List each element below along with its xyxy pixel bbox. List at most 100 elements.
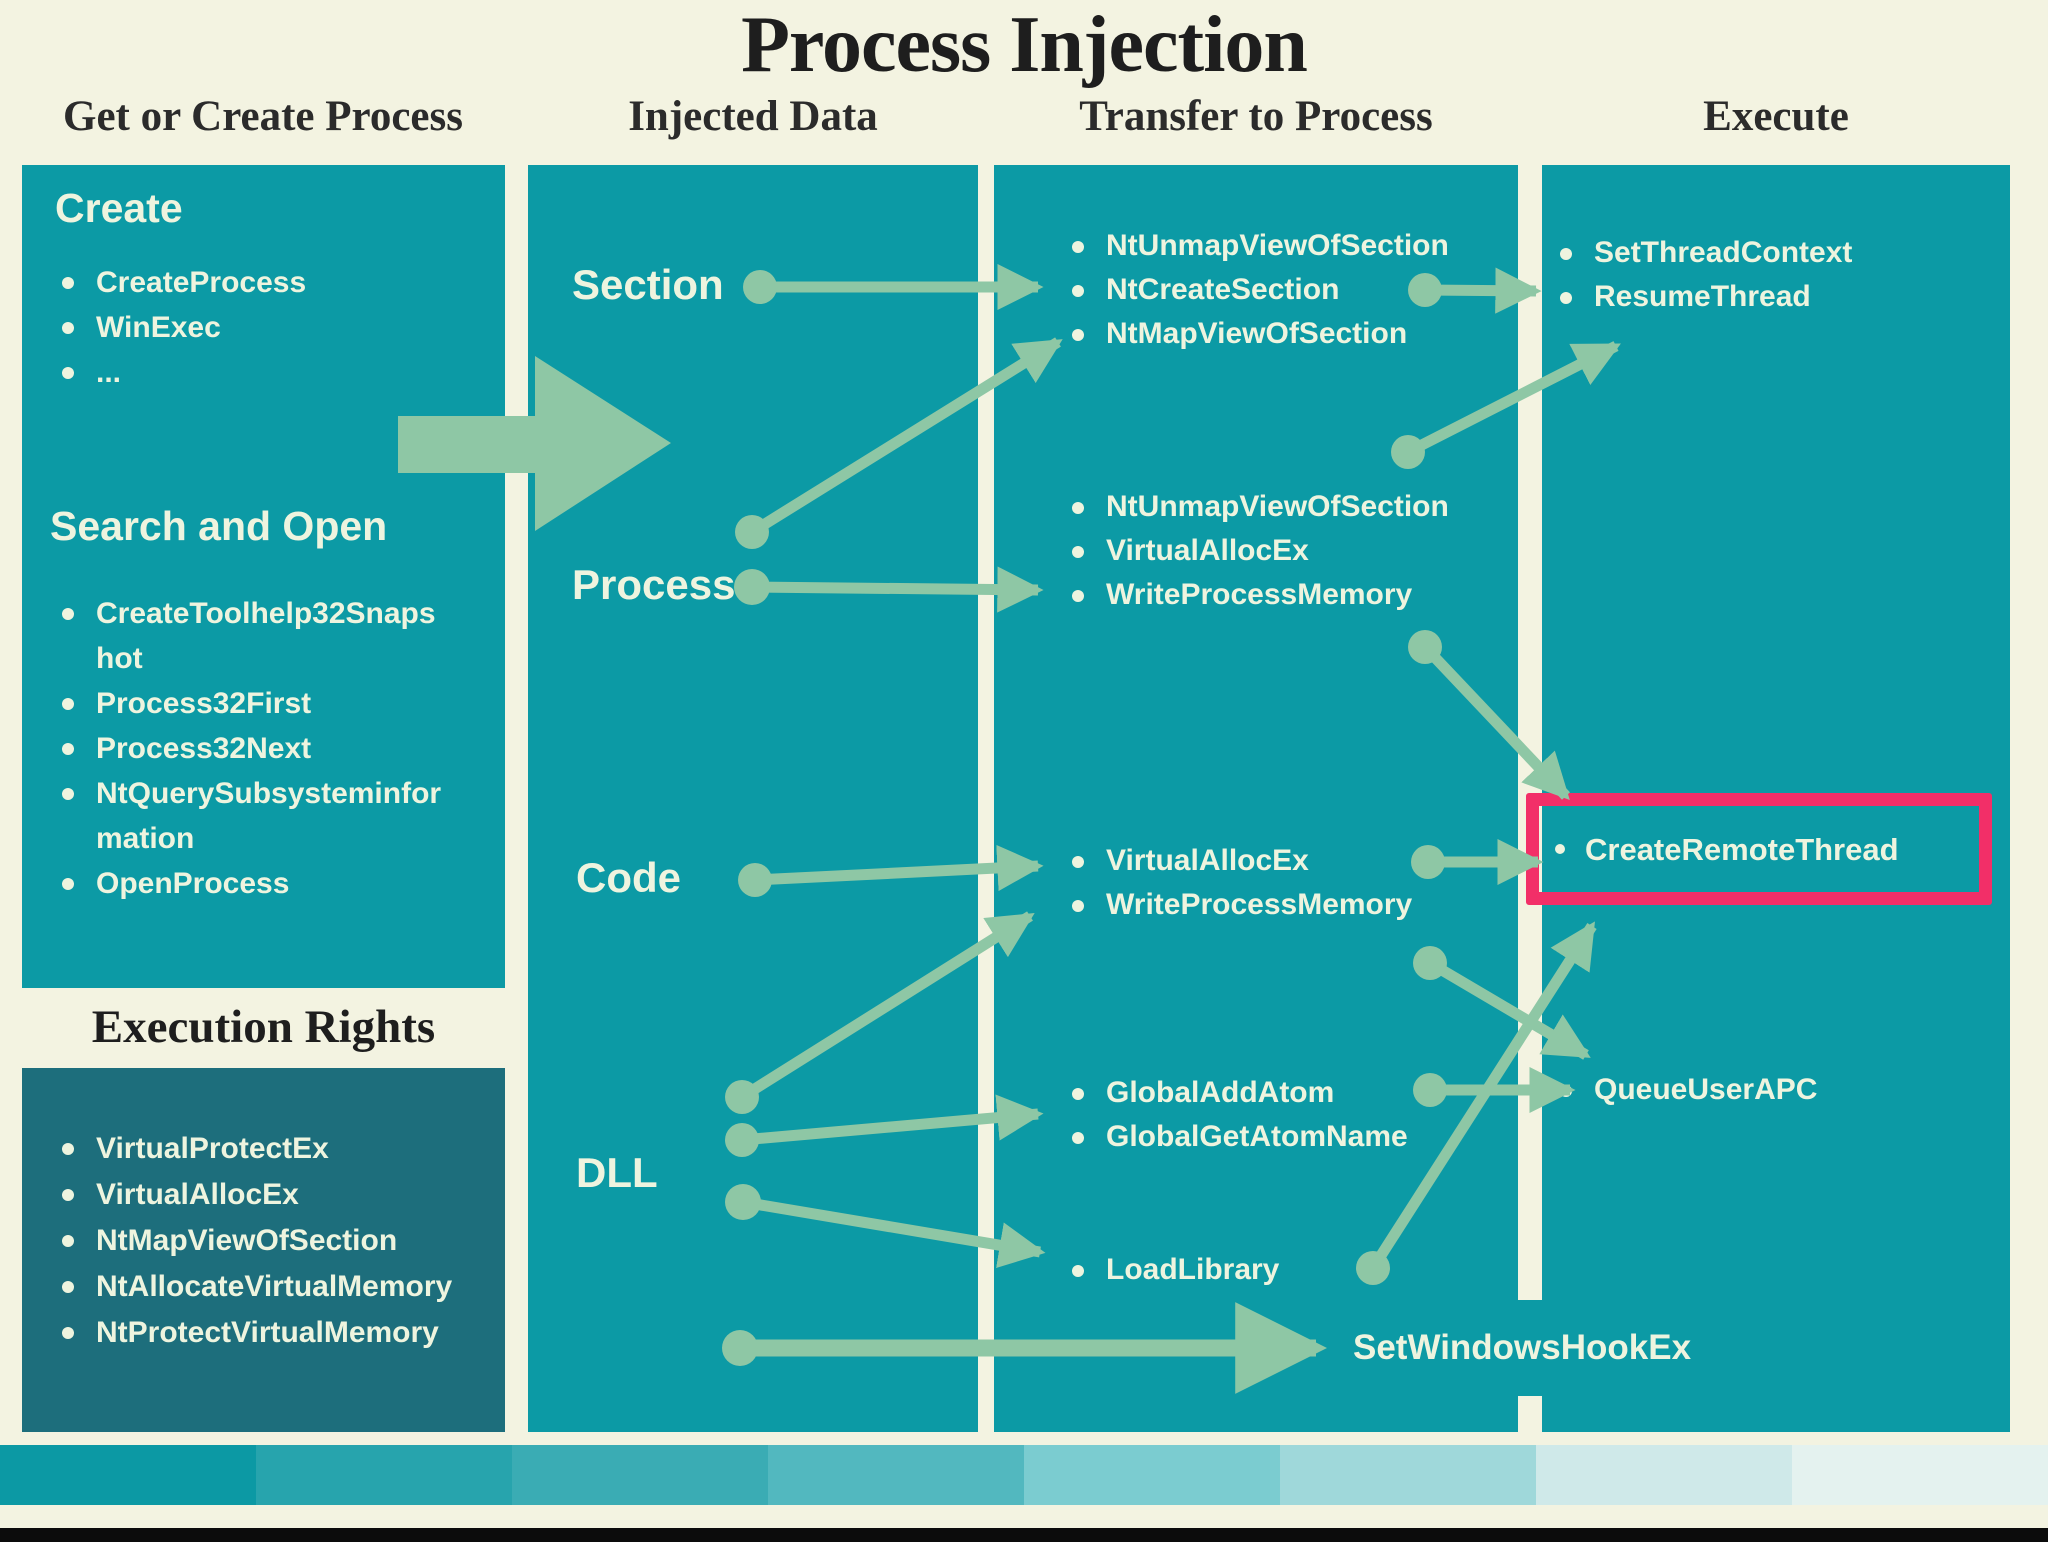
footer-gradient-strip [0,1445,2048,1505]
bullet-icon [1072,900,1084,912]
search-and-open-heading: Search and Open [50,503,388,549]
create-heading: Create [55,185,183,231]
panel-get-or-create [22,165,505,988]
bullet-icon [1072,502,1084,514]
footer-black-bar [0,1528,2048,1542]
list-item: NtMapViewOfSection [62,1218,452,1264]
list-item-label: VirtualProtectEx [96,1132,329,1165]
execute-thread-apis: SetThreadContext ResumeThread [1560,231,1852,319]
list-item-label: VirtualAllocEx [1106,844,1309,877]
list-item: WinExec [62,305,306,350]
bullet-icon [62,608,74,620]
bullet-icon [62,1235,74,1247]
list-item-label: ResumeThread [1594,280,1811,313]
transfer-atom-apis: GlobalAddAtom GlobalGetAtomName [1072,1071,1408,1159]
injected-data-label-code: Code [576,854,681,901]
panel-injected-data [528,165,978,1432]
list-item-label: WinExec [96,311,221,344]
bullet-icon [1560,1085,1572,1097]
strip-segment [0,1445,256,1505]
bullet-icon [62,1281,74,1293]
create-remote-thread-label: CreateRemoteThread [1585,831,1899,867]
injected-data-label-process: Process [572,561,736,608]
list-item: NtProtectVirtualMemory [62,1310,452,1356]
bullet-icon [1072,285,1084,297]
bullet-icon [1072,329,1084,341]
bullet-icon [62,277,74,289]
create-list: CreateProcess WinExec ... [62,260,306,395]
list-item-label: NtCreateSection [1106,273,1340,306]
bullet-icon [62,1143,74,1155]
list-item-label: QueueUserAPC [1594,1073,1818,1106]
divider-patch [1512,1300,1548,1396]
column-header-execute: Execute [1703,93,1849,140]
list-item: NtCreateSection [1072,268,1449,312]
injected-data-label-dll: DLL [576,1149,658,1196]
list-item-label: GlobalAddAtom [1106,1076,1335,1109]
list-item: WriteProcessMemory [1072,573,1449,617]
list-item-label: OpenProcess [96,867,290,900]
list-item-label: VirtualAllocEx [96,1178,299,1211]
list-item: SetThreadContext [1560,231,1852,275]
bullet-icon [1072,1265,1084,1277]
transfer-process-apis: NtUnmapViewOfSection VirtualAllocEx Writ… [1072,485,1449,617]
bullet-icon [1560,248,1572,260]
list-item: VirtualAllocEx [1072,839,1412,883]
list-item-label: NtProtectVirtualMemory [96,1316,439,1349]
strip-segment [768,1445,1024,1505]
list-item: ... [62,350,306,395]
list-item: Process32Next [62,726,441,771]
bullet-icon [1072,1132,1084,1144]
setwindowshookex-label: SetWindowsHookEx [1353,1328,1692,1367]
transfer-section-apis: NtUnmapViewOfSection NtCreateSection NtM… [1072,224,1449,356]
list-item-label: Process32First [96,687,312,720]
list-item-label: NtMapViewOfSection [1106,317,1408,350]
bullet-icon [62,1327,74,1339]
list-item-label: CreateProcess [96,266,307,299]
transfer-loadlibrary: LoadLibrary [1072,1248,1279,1292]
bullet-icon [1072,546,1084,558]
bullet-icon [1072,590,1084,602]
bullet-icon [1072,1088,1084,1100]
list-item-label: ... [96,356,122,389]
list-item-label: NtUnmapViewOfSection [1106,229,1449,262]
bullet-icon [62,322,74,334]
list-item-label: NtMapViewOfSection [96,1224,398,1257]
bullet-icon [62,788,74,800]
panel-execution-rights [22,1068,505,1432]
list-item-label: WriteProcessMemory [1106,578,1413,611]
list-item: NtUnmapViewOfSection [1072,224,1449,268]
column-header-transfer-to-process: Transfer to Process [1079,93,1433,140]
list-item: GlobalGetAtomName [1072,1115,1408,1159]
bullet-icon [62,367,74,379]
search-and-open-list: CreateToolhelp32Snaps hot Process32First… [62,591,441,906]
bullet-icon [1072,241,1084,253]
execution-rights-heading: Execution Rights [91,1001,436,1053]
list-item: NtMapViewOfSection [1072,312,1449,356]
injected-data-label-section: Section [572,261,724,308]
list-item: VirtualAllocEx [1072,529,1449,573]
list-item: VirtualAllocEx [62,1172,452,1218]
list-item: VirtualProtectEx [62,1126,452,1172]
transfer-code-apis: VirtualAllocEx WriteProcessMemory [1072,839,1412,927]
list-item: CreateToolhelp32Snaps hot [62,591,441,681]
column-header-injected-data: Injected Data [628,93,878,140]
bullet-icon [62,698,74,710]
bullet-icon [1560,292,1572,304]
create-remote-thread-highlight-box: CreateRemoteThread [1526,793,1992,905]
list-item-label: WriteProcessMemory [1106,888,1413,921]
list-item: CreateProcess [62,260,306,305]
execute-queueuserapc: QueueUserAPC [1560,1068,1817,1112]
strip-segment [256,1445,512,1505]
bullet-icon [1072,856,1084,868]
list-item: NtAllocateVirtualMemory [62,1264,452,1310]
list-item-label: CreateToolhelp32Snaps hot [96,597,436,675]
list-item-label: LoadLibrary [1106,1253,1280,1286]
list-item-label: GlobalGetAtomName [1106,1120,1408,1153]
list-item-label: Process32Next [96,732,312,765]
list-item-label: VirtualAllocEx [1106,534,1309,567]
execution-rights-list: VirtualProtectEx VirtualAllocEx NtMapVie… [62,1126,452,1356]
strip-segment [1536,1445,1792,1505]
list-item-label: NtAllocateVirtualMemory [96,1270,453,1303]
